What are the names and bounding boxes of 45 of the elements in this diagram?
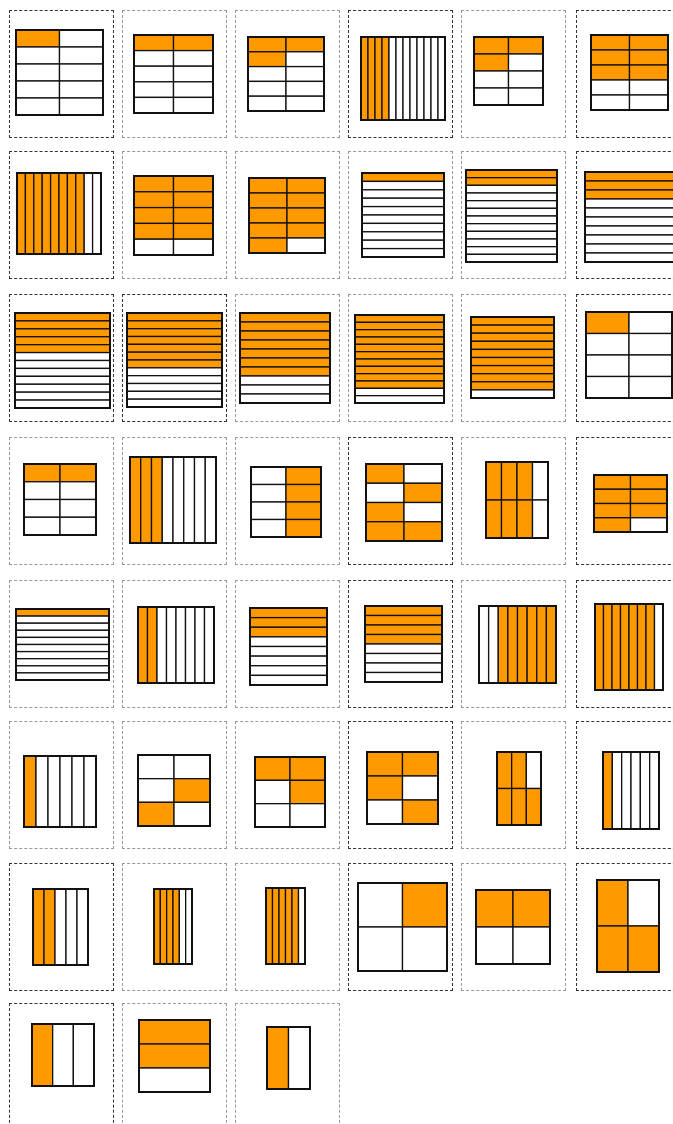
fraction-card <box>576 294 673 422</box>
fraction-card <box>461 10 566 138</box>
fraction-card <box>461 580 566 708</box>
fraction-card <box>9 437 114 565</box>
fraction-card <box>576 580 673 708</box>
fraction-card <box>122 1003 227 1124</box>
fraction-card <box>122 151 227 279</box>
fraction-card <box>235 580 340 708</box>
fraction-card <box>461 437 566 565</box>
fraction-card <box>122 721 227 849</box>
fraction-card <box>235 863 340 991</box>
fraction-card <box>576 863 673 991</box>
fraction-card <box>9 10 114 138</box>
fraction-card <box>235 721 340 849</box>
fraction-card <box>348 294 453 422</box>
fraction-card <box>576 151 673 279</box>
fraction-card <box>9 1003 114 1124</box>
fraction-card <box>348 863 453 991</box>
fraction-card <box>461 151 566 279</box>
fraction-card <box>9 863 114 991</box>
fraction-card <box>122 10 227 138</box>
fraction-card <box>348 721 453 849</box>
fraction-card <box>9 294 114 422</box>
fraction-card <box>348 437 453 565</box>
fraction-card <box>576 721 673 849</box>
fraction-card <box>461 863 566 991</box>
fraction-card <box>122 437 227 565</box>
fraction-card <box>235 1003 340 1124</box>
fraction-card <box>9 151 114 279</box>
fraction-card <box>122 294 227 422</box>
fraction-card <box>122 580 227 708</box>
fraction-card <box>461 721 566 849</box>
fraction-card <box>235 294 340 422</box>
fraction-card <box>348 151 453 279</box>
fraction-card <box>348 580 453 708</box>
fraction-card <box>122 863 227 991</box>
fraction-card <box>348 10 453 138</box>
fraction-card <box>235 151 340 279</box>
fraction-card <box>461 294 566 422</box>
fraction-card <box>9 580 114 708</box>
fraction-card <box>235 437 340 565</box>
fraction-card <box>576 437 673 565</box>
fraction-card <box>9 721 114 849</box>
fraction-card <box>235 10 340 138</box>
fraction-card <box>576 10 673 138</box>
